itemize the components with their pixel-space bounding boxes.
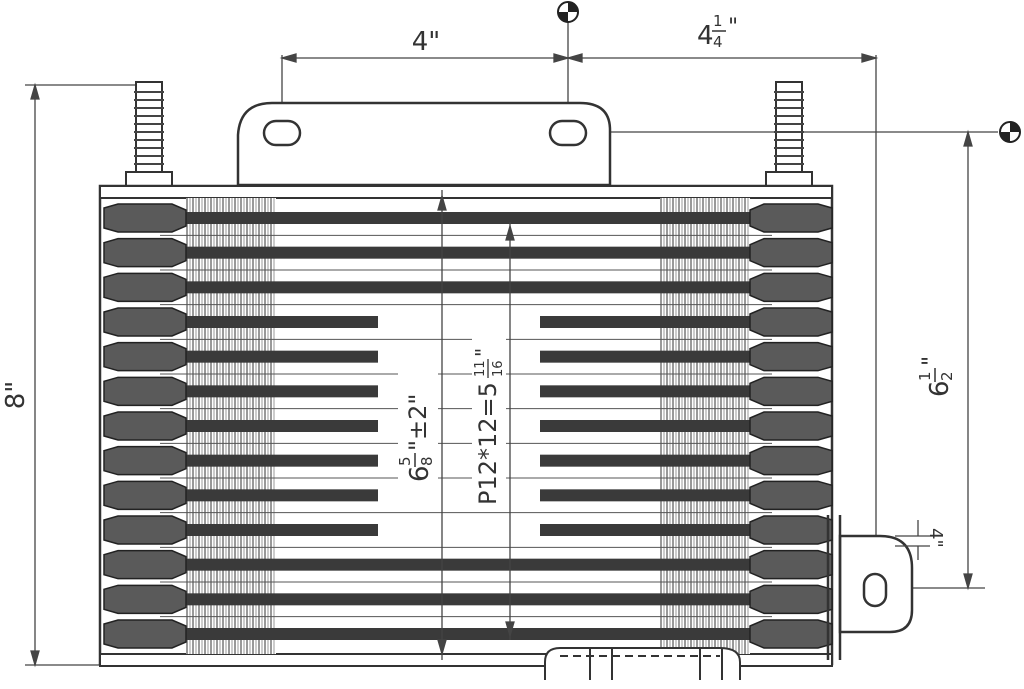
svg-text:6: 6	[925, 380, 955, 397]
tube-rows	[160, 212, 772, 640]
tank-lobe	[749, 411, 833, 441]
tank-lobe	[103, 619, 187, 649]
svg-text:6: 6	[405, 465, 435, 482]
tube-left-segment	[160, 350, 378, 363]
bottom-mounting-bracket	[544, 647, 741, 680]
tube-left-segment	[160, 316, 378, 328]
tube-left-segment	[160, 420, 378, 432]
side-mounting-bracket	[826, 515, 914, 660]
tank-lobe	[103, 307, 187, 337]
svg-text:5: 5	[396, 456, 414, 466]
tube-right-segment	[540, 350, 772, 363]
svg-text:11: 11	[473, 360, 488, 377]
svg-text:"±2": "±2"	[404, 394, 432, 451]
tube-left-segment	[160, 385, 378, 398]
tube	[160, 281, 772, 294]
svg-text:": "	[919, 356, 944, 366]
tube	[160, 558, 772, 571]
tank-lobe	[103, 411, 187, 441]
svg-text:2: 2	[938, 371, 956, 381]
tube-left-segment	[160, 454, 378, 467]
tank-lobe	[103, 515, 187, 545]
tube	[160, 246, 772, 259]
svg-text:P12*12=5: P12*12=5	[474, 382, 502, 505]
tank-lobe	[749, 376, 833, 407]
tube-pitch-dimension: P12*12=5 11 16 "	[471, 335, 506, 511]
tube	[160, 628, 772, 640]
bracket-thickness-dimension	[895, 520, 930, 560]
tank-lobe	[749, 272, 833, 303]
overall-height-dimension-line	[25, 82, 135, 668]
tube-left-segment	[160, 524, 378, 536]
tank-lobe	[749, 341, 833, 372]
tube-right-segment	[540, 489, 772, 502]
tube-right-segment	[540, 385, 772, 398]
tank-lobe	[749, 237, 833, 268]
tank-lobe	[749, 549, 833, 580]
svg-text:": "	[471, 348, 495, 357]
right-header-tank	[749, 203, 833, 649]
tube	[160, 593, 772, 606]
top-left-dimension: 4"	[412, 27, 441, 57]
svg-text:": "	[728, 15, 738, 40]
overall-height-dimension: 8"	[1, 381, 31, 410]
tube-right-segment	[540, 454, 772, 467]
svg-text:4: 4	[697, 21, 714, 51]
tube	[160, 212, 772, 224]
top-right-dimension: 4 1 4 "	[697, 12, 738, 51]
tube-right-segment	[540, 420, 772, 432]
outlet-fitting-right	[765, 81, 813, 189]
tank-lobe	[103, 549, 187, 580]
core-dimension-lines	[437, 190, 515, 660]
top-dimension-lines	[279, 20, 879, 560]
tank-lobe	[749, 515, 833, 545]
svg-text:1: 1	[713, 12, 723, 30]
tank-lobe	[103, 445, 187, 476]
tank-lobe	[749, 584, 833, 615]
datum-target-icon	[999, 121, 1021, 143]
tube-right-segment	[540, 524, 772, 536]
tube-right-segment	[540, 316, 772, 328]
tank-lobe	[749, 445, 833, 476]
datum-target-icon	[557, 1, 579, 23]
tank-lobe	[749, 203, 833, 233]
tank-lobe	[103, 203, 187, 233]
svg-text:4: 4	[713, 33, 723, 51]
tank-lobe	[749, 307, 833, 337]
core-height-dimension: 6 5 8 "±2"	[396, 368, 438, 488]
tank-lobe	[749, 619, 833, 649]
left-header-tank	[103, 203, 187, 649]
tank-lobe	[103, 237, 187, 268]
svg-text:16: 16	[491, 360, 506, 377]
bracket-dimension: 4"	[925, 528, 946, 548]
top-mounting-bracket	[236, 101, 612, 187]
tank-lobe	[103, 341, 187, 372]
inlet-fitting-left	[125, 81, 173, 189]
svg-text:1: 1	[916, 371, 934, 381]
tank-lobe	[749, 480, 833, 511]
tank-lobe	[103, 480, 187, 511]
tube-left-segment	[160, 489, 378, 502]
tank-lobe	[103, 272, 187, 303]
right-height-dimension: 6 1 2 "	[916, 356, 956, 397]
tank-lobe	[103, 376, 187, 407]
tank-lobe	[103, 584, 187, 615]
svg-text:8: 8	[418, 456, 436, 466]
